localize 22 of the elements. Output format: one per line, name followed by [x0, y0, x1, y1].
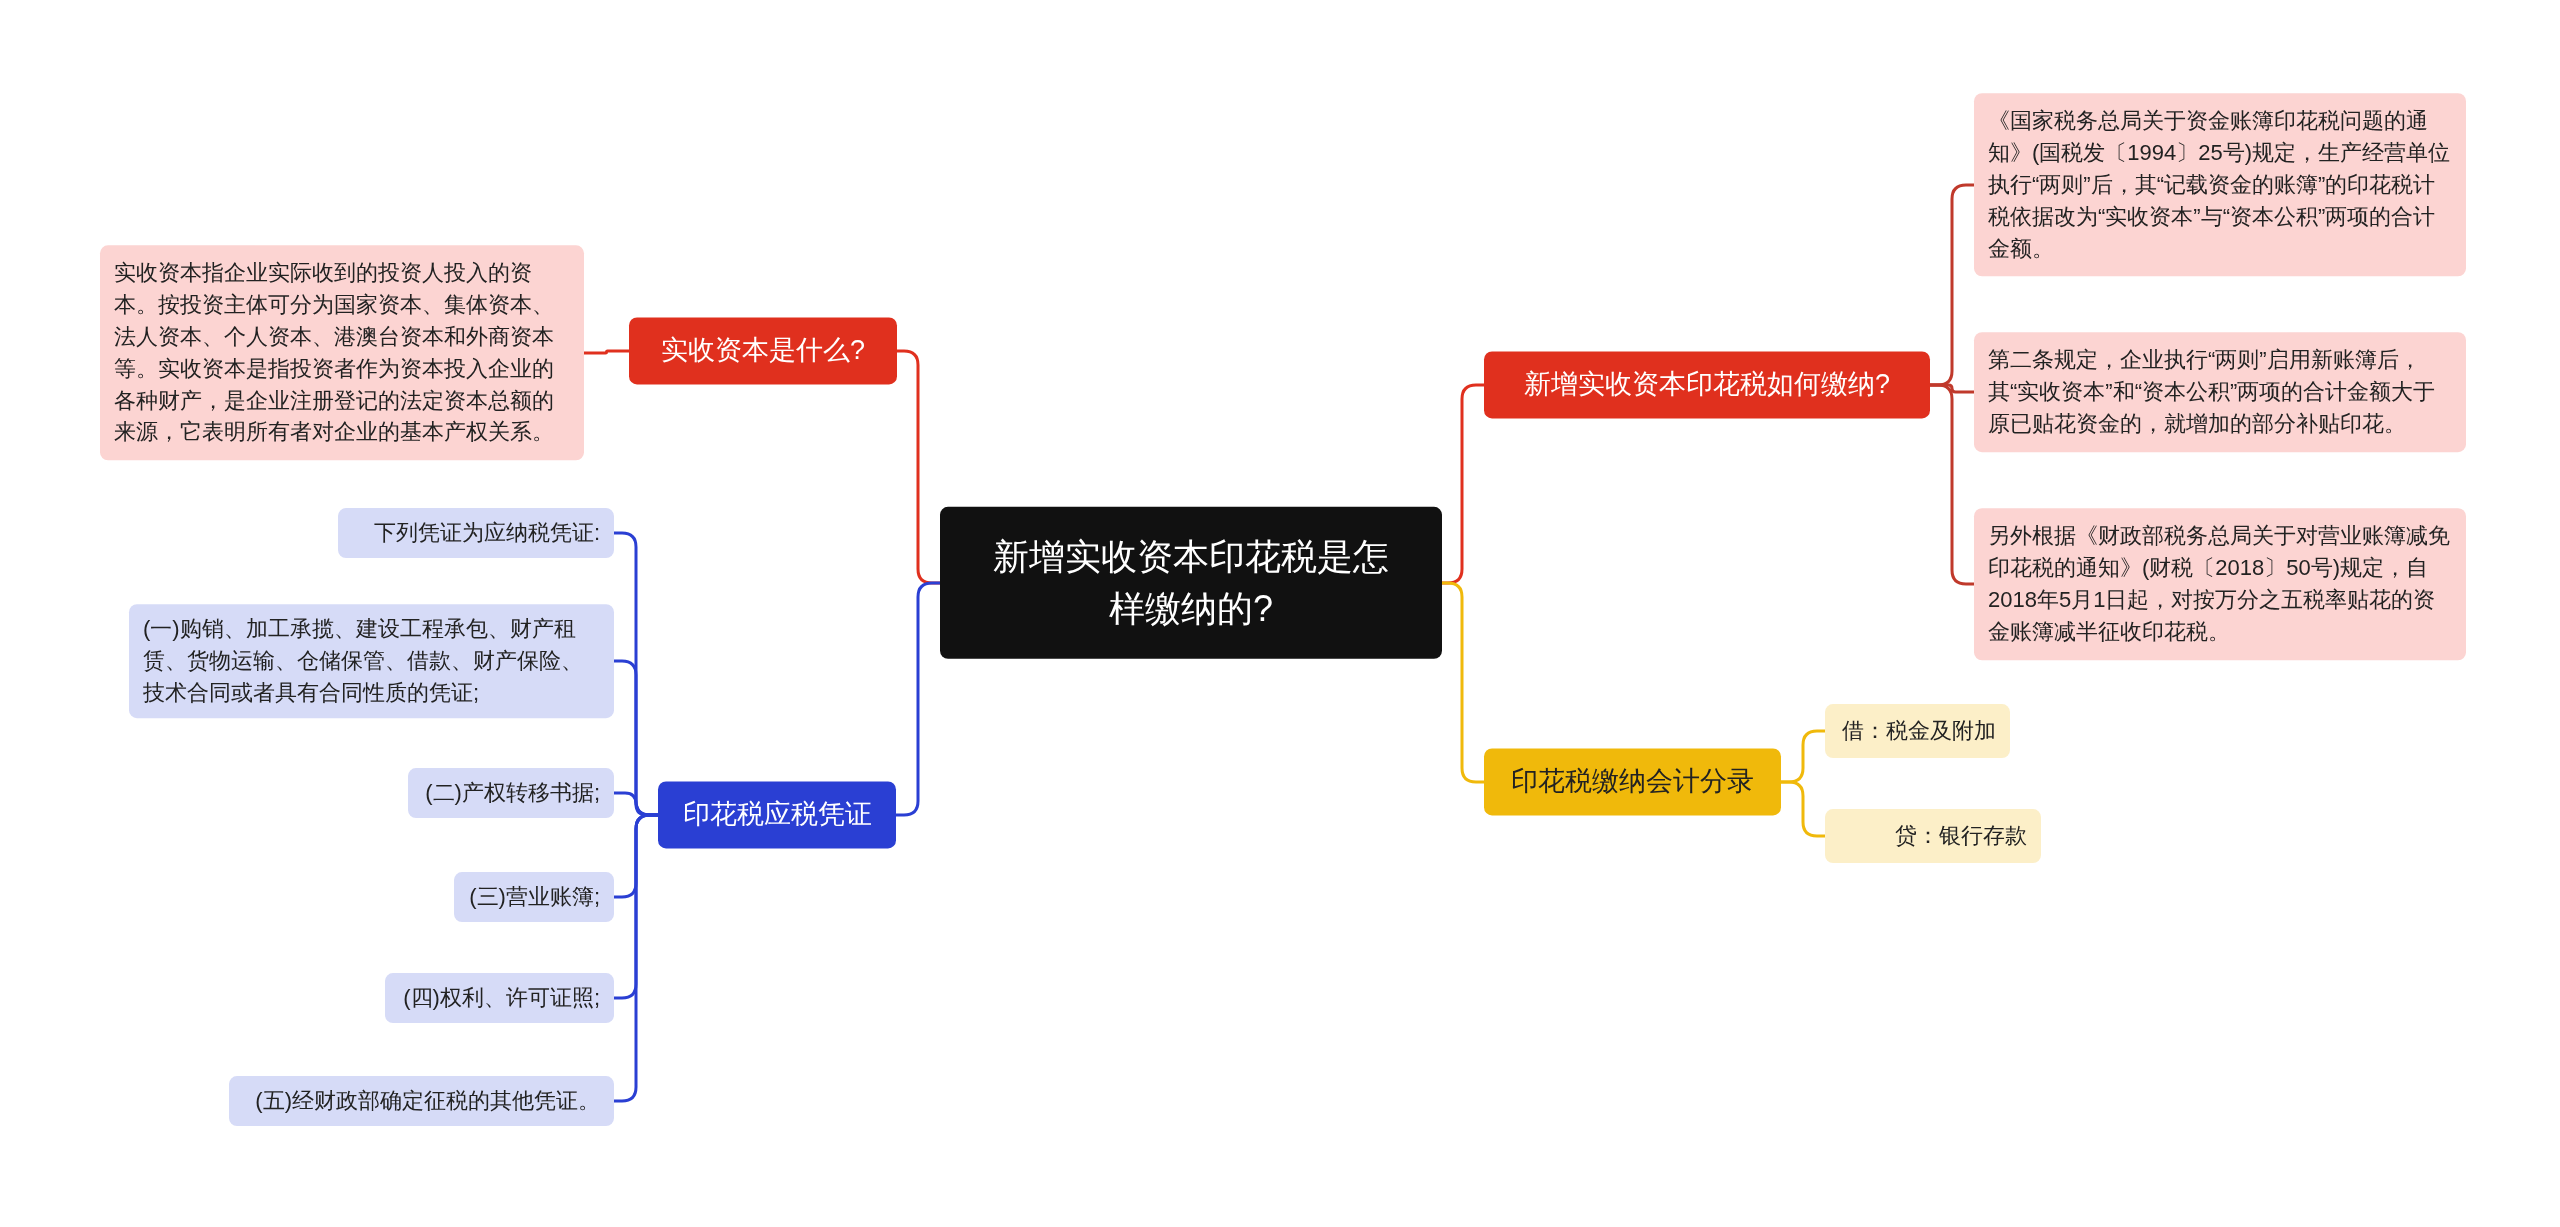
subtopic-box: (五)经财政部确定征税的其他凭证。: [229, 1076, 614, 1126]
note-box: 《国家税务总局关于资金账簿印花税问题的通知》(国税发〔1994〕25号)规定，生产经营单位执行“两则”后，其“记载资金的账簿”的印花税计税依据改为“实收资本”与“资本公积”两项的合计金额。: [1974, 93, 2466, 277]
connector-line: [1442, 581, 1484, 784]
connector-line: [1930, 383, 1974, 586]
note-box: 实收资本指企业实际收到的投资人投入的资本。按投资主体可分为国家资本、集体资本、法人资本、个人资本、港澳台资本和外商资本等。实收资本是指投资者作为资本投入企业的各种财产，是企业注册登记的法定资本总额的来源，它表明所有者对企业的基本产权关系。: [100, 245, 584, 461]
subtopic-box: 贷：银行存款: [1825, 809, 2041, 863]
topic-box: 印花税应税凭证: [658, 781, 896, 849]
note-box: 另外根据《财政部税务总局关于对营业账簿减免印花税的通知》(财税〔2018〕50号)规定，自2018年5月1日起，对按万分之五税率贴花的资金账簿减半征收印花税。: [1974, 508, 2466, 660]
subtopic-box: 借：税金及附加: [1825, 704, 2010, 758]
central-topic-box: 新增实收资本印花税是怎样缴纳的?: [940, 506, 1442, 660]
subtopic-box: 下列凭证为应纳税凭证:: [338, 508, 614, 558]
connector-line: [584, 349, 629, 355]
topic-box: 新增实收资本印花税如何缴纳?: [1484, 351, 1930, 419]
topic-box: 实收资本是什么?: [629, 317, 897, 385]
note-box: 第二条规定，企业执行“两则”启用新账簿后，其“实收资本”和“资本公积”两项的合计金额大于原已贴花资金的，就增加的部分补贴印花。: [1974, 332, 2466, 452]
subtopic-box: (四)权利、许可证照;: [385, 973, 614, 1023]
connector-line: [614, 813, 658, 1103]
subtopic-box: (三)营业账簿;: [454, 872, 614, 922]
connector-line: [896, 581, 940, 817]
topic-box: 印花税缴纳会计分录: [1484, 748, 1781, 816]
subtopic-box: (一)购销、加工承揽、建设工程承包、财产租赁、货物运输、仓储保管、借款、财产保险、技术合同或者具有合同性质的凭证;: [129, 604, 614, 718]
subtopic-box: (二)产权转移书据;: [408, 768, 614, 818]
